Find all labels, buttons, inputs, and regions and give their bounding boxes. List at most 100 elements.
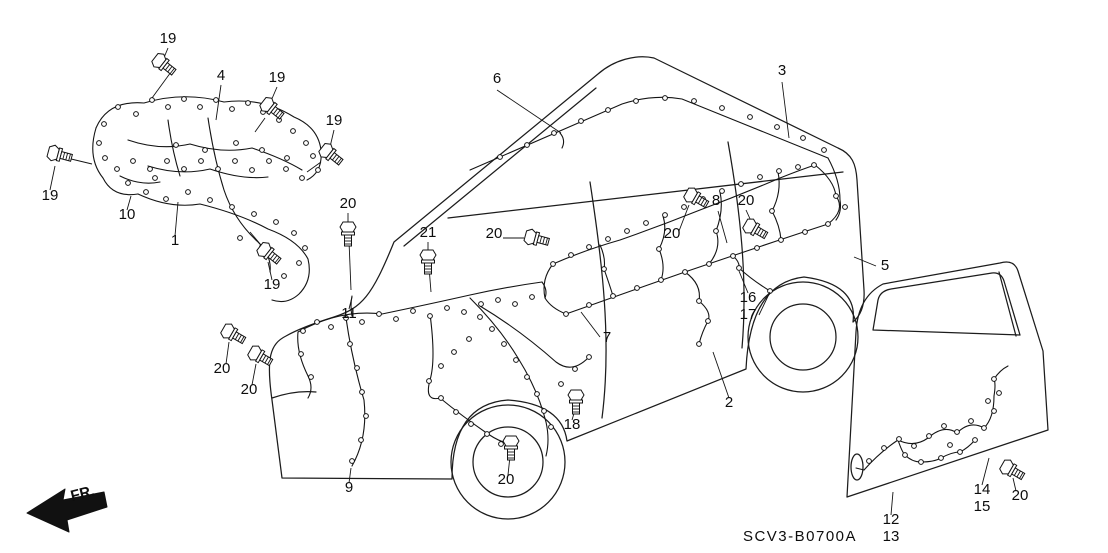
connector-dot [825, 221, 831, 227]
connector-dot [343, 315, 349, 321]
front-wheel [450, 404, 566, 520]
callout-label: 20 [498, 471, 515, 488]
connector-dot [954, 429, 960, 435]
connector-dot [163, 196, 169, 202]
connector-dot [291, 230, 297, 236]
connector-dot [957, 449, 963, 455]
callout-labels: 19 4 19 19 19 10 1 19 6 3 20 21 20 20 8 … [42, 30, 1029, 545]
connector-dot [298, 351, 304, 357]
connector-dot [662, 212, 668, 218]
callout-label: 9 [345, 479, 353, 496]
connector-dot [512, 301, 518, 307]
connector-dot [302, 245, 308, 251]
connector-dot [165, 104, 171, 110]
callout-label: 16 [740, 289, 757, 306]
connector-dot [633, 98, 639, 104]
vehicle-outline [268, 56, 865, 520]
connector-dot [985, 398, 991, 404]
connector-dot [310, 153, 316, 159]
connector-dot [968, 418, 974, 424]
connector-dot [300, 328, 306, 334]
connector-dot [550, 261, 556, 267]
door-window-divider [998, 271, 1017, 337]
connector-dot [498, 441, 504, 447]
connector-dot [981, 425, 987, 431]
roof-harness [469, 95, 842, 221]
fr-indicator: FR. [26, 483, 108, 533]
connector-dot [524, 142, 530, 148]
connector-dot [393, 316, 399, 322]
connector-dot [376, 311, 382, 317]
connector-dot [149, 97, 155, 103]
connector-dot [991, 408, 997, 414]
callout-label: 4 [217, 67, 225, 84]
callout-label: 10 [119, 206, 136, 223]
callout-label: 21 [420, 224, 437, 241]
connector-dot [281, 273, 287, 279]
connector-dot [902, 452, 908, 458]
connector-dot [489, 326, 495, 332]
connector-dot [610, 293, 616, 299]
connector-dot [147, 166, 153, 172]
connector-dot [996, 390, 1002, 396]
connector-dot [601, 266, 607, 272]
connector-dot [461, 309, 467, 315]
connector-dot [444, 305, 450, 311]
connector-dot [314, 319, 320, 325]
connector-dot [918, 459, 924, 465]
connector-dot [164, 158, 170, 164]
connector-dot [96, 140, 102, 146]
connector-dot [347, 341, 353, 347]
part-code: SCV3-B0700A [743, 528, 857, 545]
callout-label: 20 [340, 195, 357, 212]
connector-dot [315, 167, 321, 173]
connector-dot [133, 111, 139, 117]
connector-dot [202, 147, 208, 153]
connector-dot [283, 166, 289, 172]
connector-dot [568, 252, 574, 258]
connector-dot [696, 341, 702, 347]
connector-dot [529, 294, 535, 300]
connector-dot [586, 354, 592, 360]
connector-dot [185, 189, 191, 195]
callout-label: 12 [883, 511, 900, 528]
callout-label: 6 [493, 70, 501, 87]
connector-dot [115, 104, 121, 110]
connector-dot [495, 297, 501, 303]
connector-dot [229, 106, 235, 112]
rear-wheel [747, 281, 859, 393]
connector-dot [232, 158, 238, 164]
bolt-icon [339, 221, 357, 247]
connector-dot [290, 128, 296, 134]
bolt-icon [257, 94, 288, 124]
connector-dot [776, 168, 782, 174]
connector-dot [926, 433, 932, 439]
connector-dot [477, 314, 483, 320]
bolt-icon [567, 389, 585, 415]
connector-dot [358, 437, 364, 443]
callout-label: 7 [603, 329, 611, 346]
callout-label: 18 [564, 416, 581, 433]
connector-dot [881, 445, 887, 451]
connector-dot [738, 181, 744, 187]
connector-dot [451, 349, 457, 355]
connector-dot [938, 455, 944, 461]
connector-dot [769, 208, 775, 214]
dashboard-harness [92, 96, 322, 303]
connector-dot [719, 188, 725, 194]
connector-dot [308, 374, 314, 380]
connector-dot [767, 288, 773, 294]
connector-dot [213, 97, 219, 103]
connector-dot [541, 408, 547, 414]
connector-dot [586, 302, 592, 308]
connector-dot [299, 175, 305, 181]
callout-label: 20 [214, 360, 231, 377]
callout-label: 11 [341, 305, 357, 322]
connector-dot [427, 313, 433, 319]
connector-dot [706, 261, 712, 267]
callout-label: 5 [881, 257, 889, 274]
callout-label: 1 [171, 232, 179, 249]
connector-dot [173, 142, 179, 148]
connector-dot [656, 246, 662, 252]
